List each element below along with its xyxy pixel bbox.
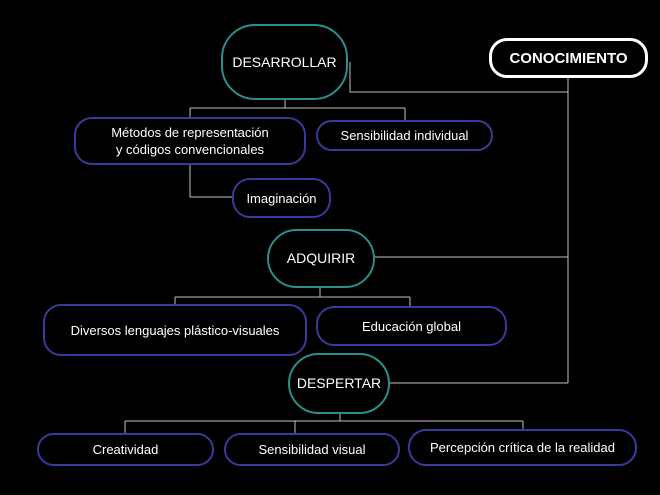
diversos-lenguajes-label: Diversos lenguajes plástico-visuales — [70, 322, 280, 338]
desarrollar-label: DESARROLLAR — [232, 53, 337, 70]
desarrollar-node: DESARROLLAR — [221, 24, 348, 100]
metodos-line2: y códigos convencionales — [115, 142, 265, 157]
connector-to-desarrollar — [349, 62, 568, 93]
imaginacion-node: Imaginación — [232, 178, 331, 218]
adquirir-node: ADQUIRIR — [267, 229, 375, 288]
metodos-line1: Métodos de representación — [111, 125, 269, 140]
educacion-global-label: Educación global — [361, 318, 462, 334]
sensibilidad-visual-node: Sensibilidad visual — [224, 433, 400, 466]
connector-metodos-imaginacion — [189, 165, 232, 198]
metodos-text: Métodos de representación y códigos conv… — [111, 124, 269, 158]
conocimiento-node: CONOCIMIENTO — [489, 38, 648, 78]
connector-desarrollar-children — [189, 100, 406, 120]
adquirir-label: ADQUIRIR — [286, 250, 356, 266]
creatividad-node: Creatividad — [37, 433, 214, 466]
metodos-node: Métodos de representación y códigos conv… — [74, 117, 306, 165]
connector-adquirir-children — [174, 288, 411, 306]
creatividad-label: Creatividad — [92, 442, 159, 457]
percepcion-critica-label: Percepción crítica de la realidad — [430, 440, 615, 455]
diversos-lenguajes-node: Diversos lenguajes plástico-visuales — [43, 304, 307, 356]
sensibilidad-individual-node: Sensibilidad individual — [316, 120, 493, 151]
despertar-node: DESPERTAR — [288, 353, 390, 414]
sensibilidad-individual-label: Sensibilidad individual — [340, 128, 469, 143]
percepcion-critica-node: Percepción crítica de la realidad — [408, 429, 637, 466]
educacion-global-node: Educación global — [316, 306, 507, 346]
connector-despertar-children — [124, 414, 524, 433]
sensibilidad-visual-label: Sensibilidad visual — [258, 442, 366, 457]
imaginacion-label: Imaginación — [246, 190, 317, 206]
conocimiento-label: CONOCIMIENTO — [509, 49, 628, 67]
despertar-label: DESPERTAR — [296, 375, 382, 391]
